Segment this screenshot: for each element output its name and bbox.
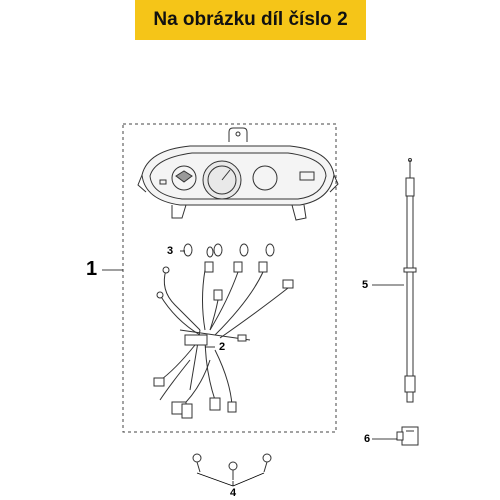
title-banner: Na obrázku díl číslo 2 xyxy=(135,0,366,40)
callout-4: 4 xyxy=(230,487,237,499)
screws xyxy=(192,453,272,480)
bulb-sockets xyxy=(183,243,294,301)
callout-6: 6 xyxy=(364,433,371,445)
assembly-group-box xyxy=(122,123,337,433)
leader-lines xyxy=(102,250,404,487)
sensor-part xyxy=(396,426,419,446)
callout-3: 3 xyxy=(167,245,174,257)
callout-1: 1 xyxy=(86,258,98,280)
title-text: Na obrázku díl číslo 2 xyxy=(153,9,348,30)
instrument-cluster xyxy=(137,127,339,221)
speedometer-cable xyxy=(403,158,417,403)
callout-5: 5 xyxy=(362,279,369,291)
callout-2: 2 xyxy=(219,341,226,353)
wiring-harness xyxy=(153,266,289,419)
